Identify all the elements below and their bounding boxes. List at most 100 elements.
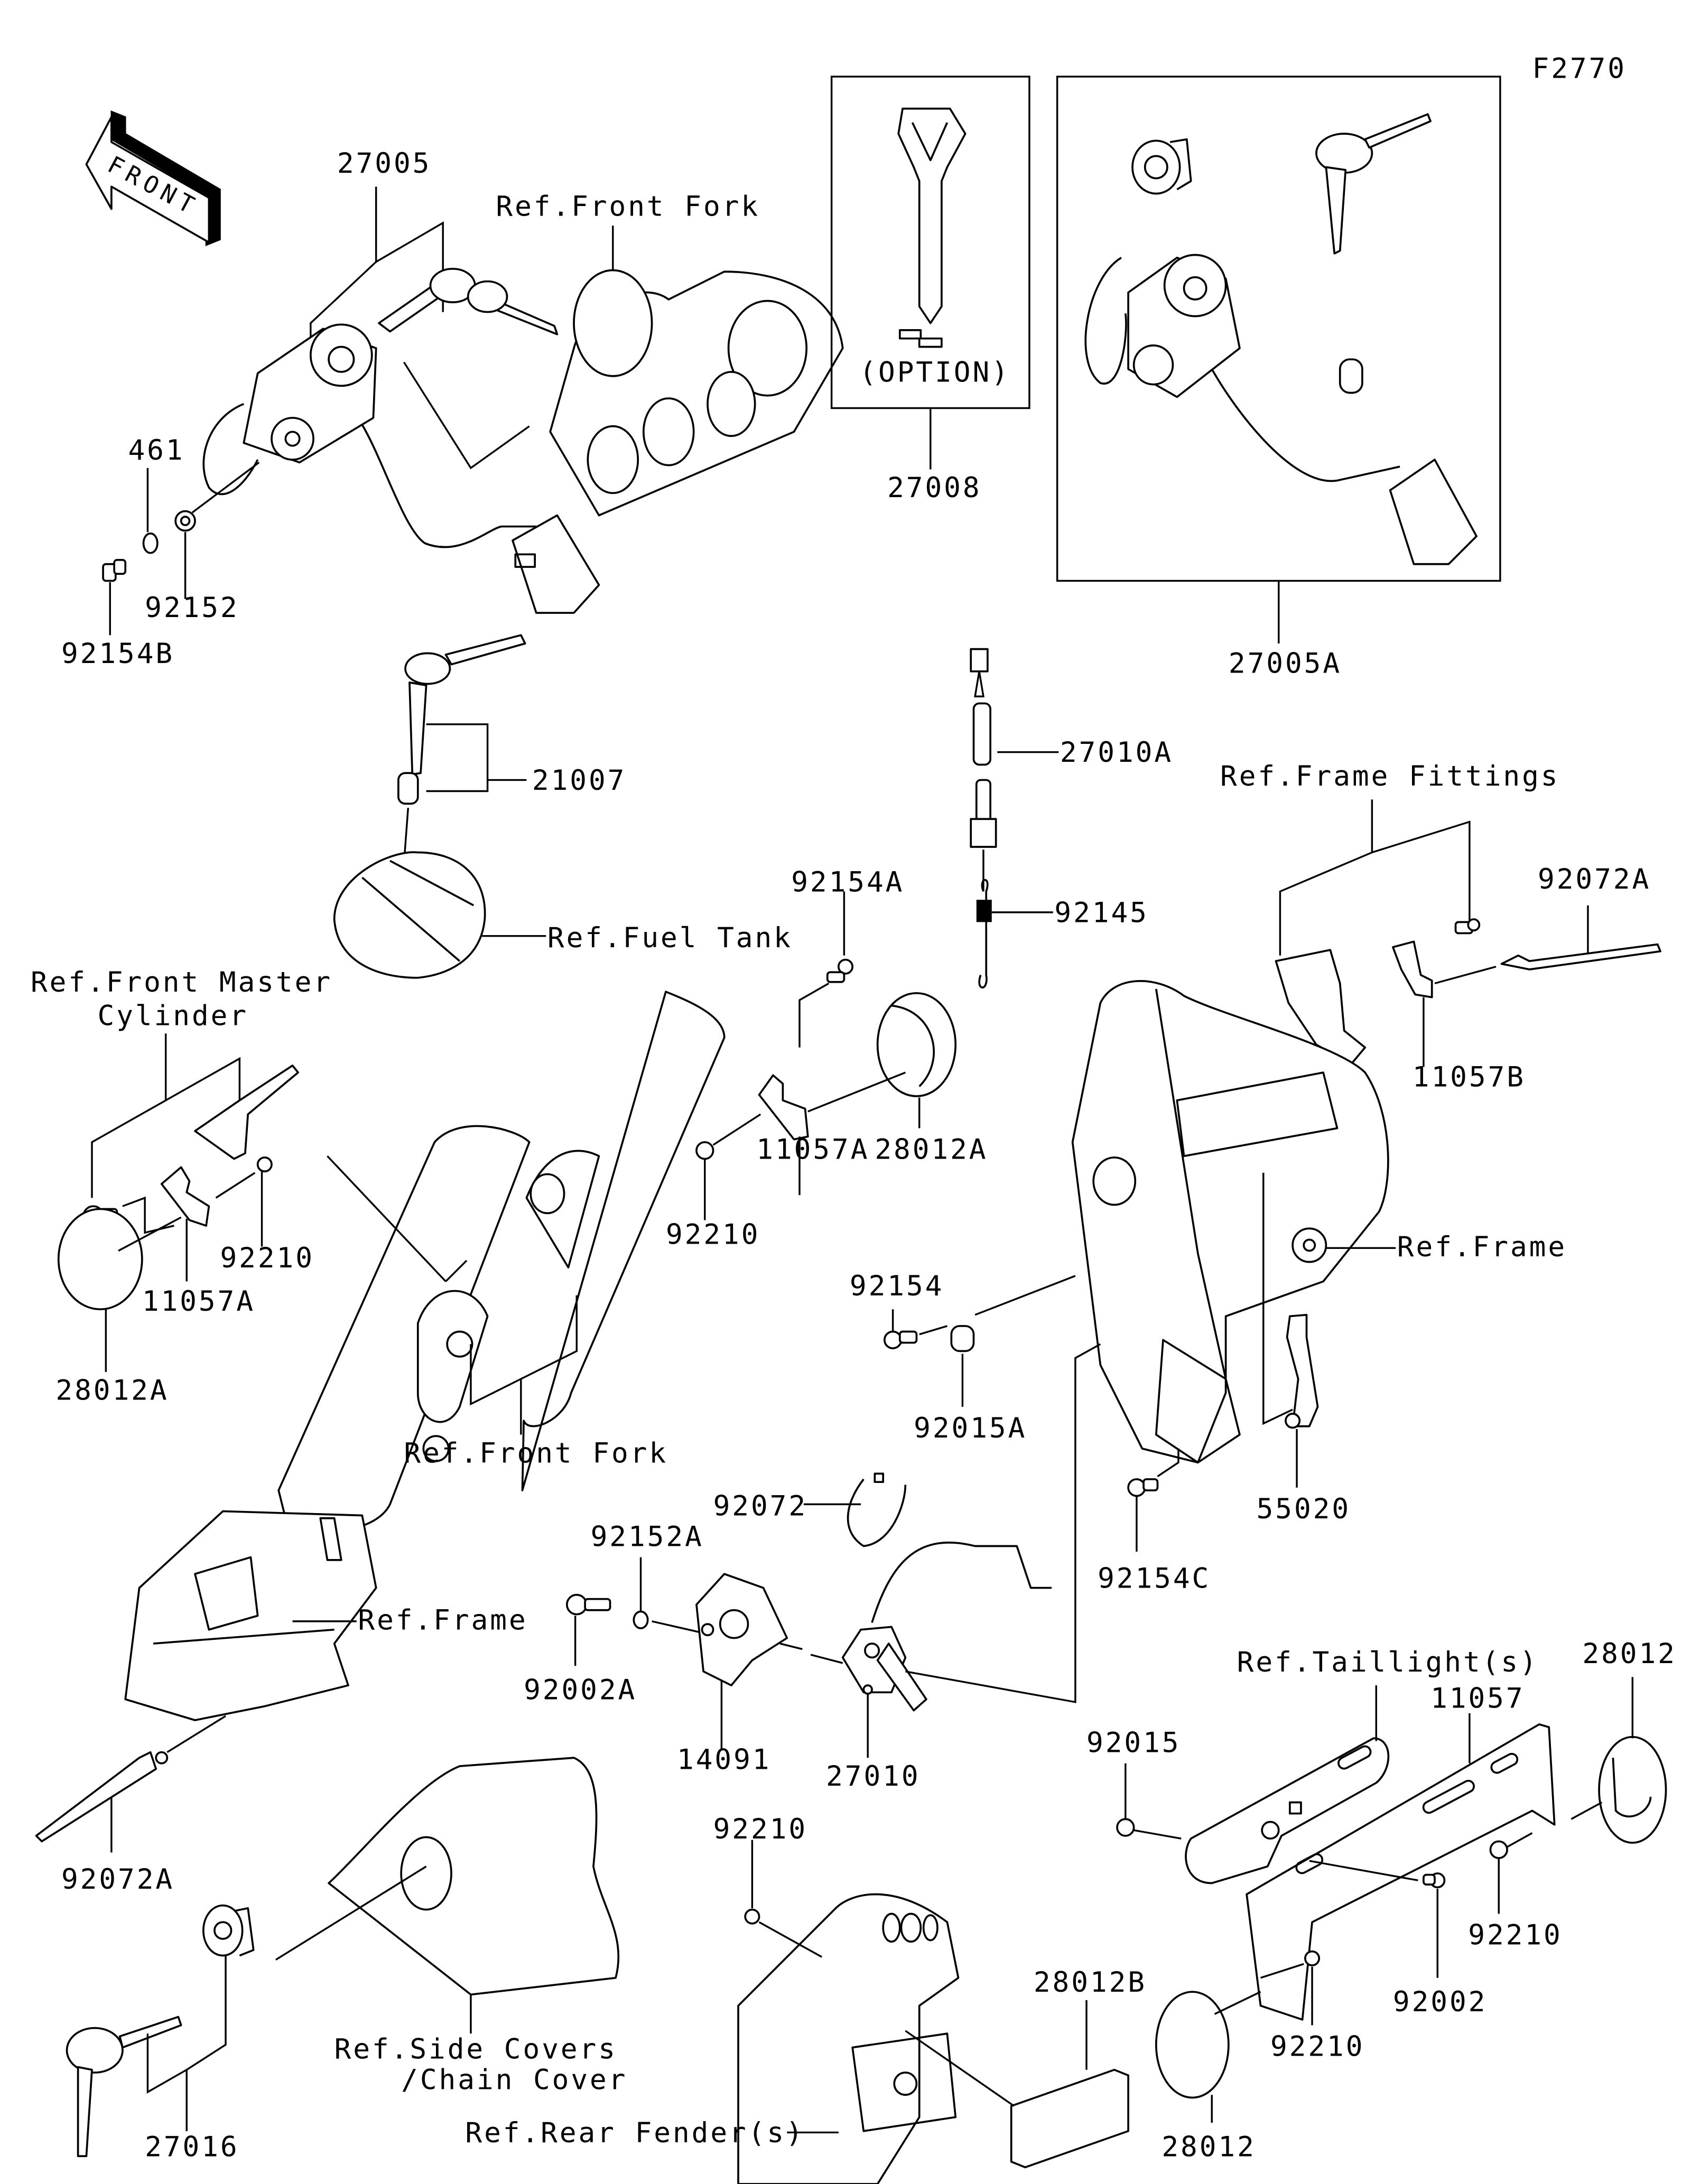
figure-code: F2770	[1532, 53, 1627, 85]
label-11057B: 11057B	[1413, 1061, 1526, 1093]
label-92210-bottom: 92210	[1270, 2030, 1364, 2062]
nut-92210-bottom[interactable]	[1304, 1950, 1321, 1966]
nut-92210-fender[interactable]	[744, 1908, 760, 1925]
label-ref-side-covers-line2: /Chain Cover	[401, 2064, 627, 2096]
label-92015A: 92015A	[914, 1412, 1027, 1444]
bolt-92154B[interactable]	[102, 559, 127, 582]
label-27005: 27005	[337, 147, 431, 180]
rear-frame-section	[124, 1510, 377, 1721]
spring-92145[interactable]	[976, 879, 992, 989]
bolt-92154C[interactable]	[1127, 1478, 1159, 1497]
washer-461[interactable]	[142, 532, 159, 554]
label-ref-side-covers-line1: Ref.Side Covers	[335, 2033, 617, 2066]
label-28012B: 28012B	[1034, 1966, 1147, 1999]
frame-structure	[1071, 980, 1389, 1464]
screw-92154A[interactable]	[826, 958, 854, 983]
label-92154C: 92154C	[1098, 1563, 1211, 1595]
label-92072A-left: 92072A	[61, 1863, 174, 1896]
key-blank-27008[interactable]	[897, 107, 967, 348]
label-27016: 27016	[145, 2131, 239, 2163]
label-92154B: 92154B	[61, 638, 174, 670]
bracket-11057A-left[interactable]	[160, 1166, 210, 1227]
bracket-55020[interactable]	[1285, 1313, 1319, 1429]
nut-92015[interactable]	[1116, 1818, 1135, 1837]
label-ref-front-master-cylinder-line2: Cylinder	[98, 1000, 249, 1032]
label-ref-front-master-cylinder-line1: Ref.Front Master	[31, 966, 332, 998]
label-14091: 14091	[677, 1743, 771, 1776]
cover-14091[interactable]	[695, 1573, 803, 1686]
label-11057A-mid: 11057A	[756, 1134, 869, 1166]
label-92210-left: 92210	[220, 1242, 314, 1274]
label-92002A: 92002A	[524, 1674, 637, 1706]
label-27010A: 27010A	[1060, 736, 1173, 769]
front-fork-top-yoke	[549, 226, 844, 517]
kit-ignition-switch[interactable]	[1084, 254, 1478, 565]
label-11057A-left: 11057A	[142, 1285, 255, 1318]
switch-27010A[interactable]	[970, 648, 997, 848]
bolt-92002[interactable]	[1423, 1872, 1446, 1889]
label-28012A-mid: 28012A	[875, 1134, 988, 1166]
ignition-switch-27005[interactable]	[202, 186, 600, 614]
clamp-92072[interactable]	[847, 1472, 907, 1547]
collar-92015A[interactable]	[950, 1325, 975, 1352]
label-ref-frame-right: Ref.Frame	[1397, 1231, 1567, 1263]
label-92072A-right: 92072A	[1538, 863, 1651, 895]
label-27008: 27008	[887, 472, 981, 504]
label-92002: 92002	[1393, 1986, 1487, 2018]
label-ref-taillights: Ref.Taillight(s)	[1237, 1646, 1539, 1678]
label-92145: 92145	[1054, 897, 1148, 929]
nut-92210-left[interactable]	[256, 1156, 273, 1173]
reflector-28012B[interactable]	[1010, 2068, 1129, 2169]
label-92152A: 92152A	[591, 1520, 704, 1553]
fuel-tank-cap	[333, 808, 546, 979]
label-ref-frame-fittings: Ref.Frame Fittings	[1220, 760, 1559, 792]
key-set-21007[interactable]	[397, 634, 527, 805]
label-92210-mid: 92210	[666, 1218, 760, 1250]
label-92072: 92072	[713, 1490, 807, 1522]
label-27010: 27010	[826, 1760, 920, 1793]
side-cover	[328, 1757, 620, 1996]
label-21007: 21007	[532, 764, 626, 797]
label-ref-front-fork-bottom: Ref.Front Fork	[404, 1437, 668, 1469]
label-27005A: 27005A	[1229, 647, 1342, 679]
label-55020: 55020	[1257, 1493, 1351, 1525]
bracket-11057[interactable]	[1246, 1723, 1556, 2021]
label-92015: 92015	[1086, 1727, 1181, 1759]
reflector-28012A-left[interactable]	[57, 1208, 143, 1311]
washer-92152A[interactable]	[633, 1610, 649, 1629]
label-461: 461	[128, 434, 185, 466]
bolt-frame-fitting[interactable]	[1454, 918, 1481, 935]
label-92154A: 92154A	[791, 866, 904, 898]
reflector-28012A-mid[interactable]	[876, 992, 957, 1097]
label-92210-fender: 92210	[713, 1813, 807, 1845]
label-28012A-left: 28012A	[55, 1375, 169, 1407]
kit-keys[interactable]	[1315, 113, 1432, 255]
label-ref-rear-fender: Ref.Rear Fender(s)	[465, 2117, 804, 2149]
seat-lock-27016[interactable]	[66, 1904, 255, 2158]
cable-tie-92072A-left[interactable]	[35, 1751, 169, 1843]
label-92210-right: 92210	[1468, 1919, 1562, 1952]
reflector-28012-top[interactable]	[1598, 1735, 1667, 1844]
label-ref-front-fork-top: Ref.Front Fork	[496, 191, 760, 223]
taillight-bracket	[1185, 1737, 1390, 1884]
bolt-92154[interactable]	[883, 1330, 918, 1349]
label-ref-fuel-tank: Ref.Fuel Tank	[547, 922, 793, 954]
nut-92210-mid[interactable]	[695, 1141, 714, 1160]
kit-lock-cylinder[interactable]	[1131, 138, 1192, 195]
frame-fitting-bracket	[1275, 949, 1367, 1066]
cable-tie-92072A-right[interactable]	[1500, 943, 1661, 970]
nut-92210-right[interactable]	[1489, 1840, 1508, 1859]
collar-92152[interactable]	[174, 510, 196, 532]
label-28012-top: 28012	[1582, 1638, 1676, 1670]
label-ref-frame-left: Ref.Frame	[358, 1604, 527, 1637]
bolt-92002A[interactable]	[565, 1593, 611, 1616]
kit-key-cylinder[interactable]	[1339, 358, 1363, 394]
bracket-11057B[interactable]	[1392, 940, 1433, 998]
master-cylinder-bracket	[194, 1065, 299, 1160]
key-pair-27005[interactable]	[378, 267, 559, 335]
switch-27010[interactable]	[841, 1541, 1052, 1712]
bracket-11057A-mid[interactable]	[758, 1074, 809, 1141]
reflector-28012-bottom[interactable]	[1155, 1991, 1230, 2099]
label-28012-bottom: 28012	[1162, 2131, 1256, 2163]
